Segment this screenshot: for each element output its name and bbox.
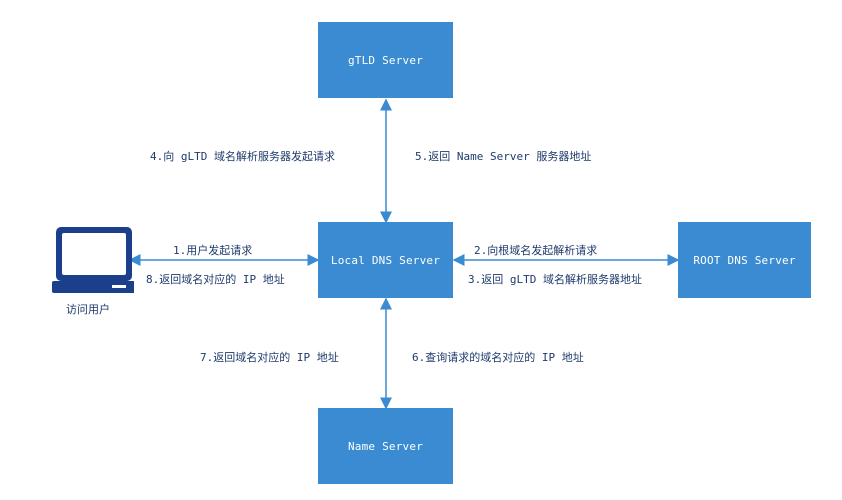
step-6-label: 6.查询请求的域名对应的 IP 地址: [412, 351, 584, 364]
step-7-label: 7.返回域名对应的 IP 地址: [200, 351, 339, 364]
root-dns-server-label: ROOT DNS Server: [693, 253, 796, 267]
local-dns-server-box: Local DNS Server: [318, 222, 453, 298]
step-3-label: 3.返回 gLTD 域名解析服务器地址: [468, 273, 642, 286]
step-8-label: 8.返回域名对应的 IP 地址: [146, 273, 285, 286]
gtld-server-label: gTLD Server: [347, 53, 424, 67]
name-server-box: Name Server: [318, 408, 453, 484]
name-server-label: Name Server: [347, 439, 424, 453]
step-5-label: 5.返回 Name Server 服务器地址: [415, 150, 592, 163]
step-1-label: 1.用户发起请求: [173, 244, 253, 257]
computer-monitor-icon: [52, 227, 134, 293]
step-4-label: 4.向 gLTD 域名解析服务器发起请求: [150, 150, 335, 163]
visitor-user-label: 访问用户: [66, 303, 110, 316]
step-2-label: 2.向根域名发起解析请求: [474, 244, 598, 257]
gtld-server-box: gTLD Server: [318, 22, 453, 98]
local-dns-server-label: Local DNS Server: [330, 253, 441, 267]
root-dns-server-box: ROOT DNS Server: [678, 222, 811, 298]
